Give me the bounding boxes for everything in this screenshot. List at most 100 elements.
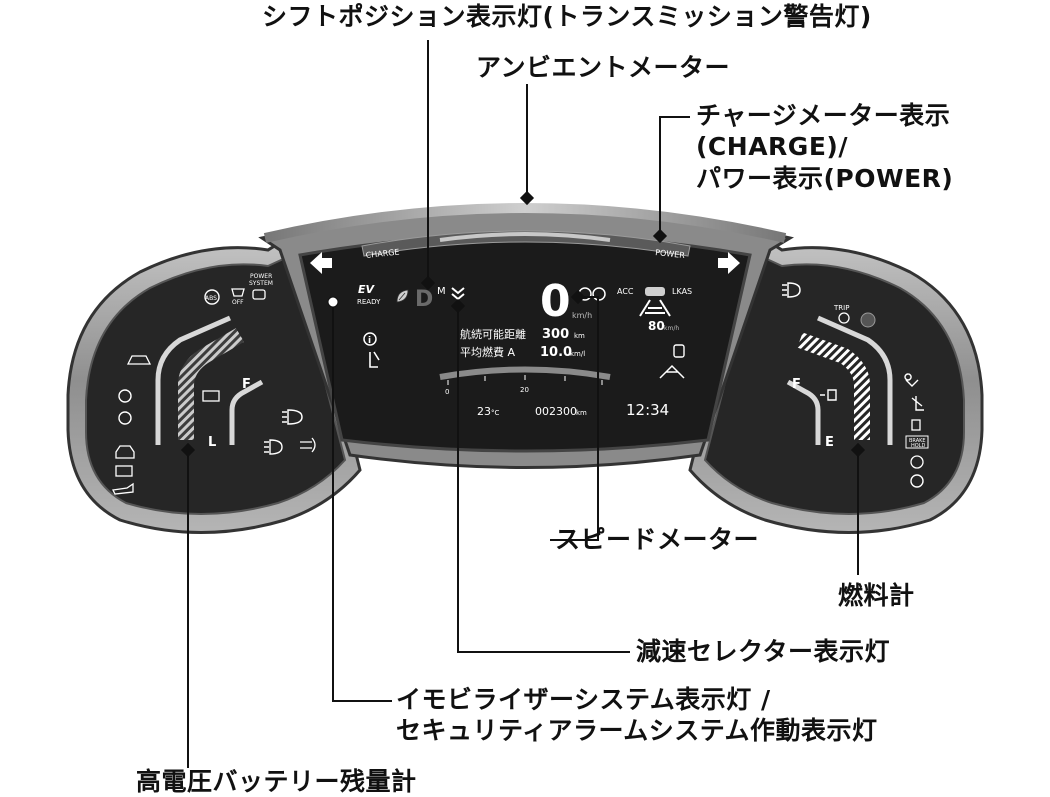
callout-shift-position: シフトポジション表示灯(トランスミッション警告灯)	[262, 2, 872, 31]
callout-immobilizer-line: イモビライザーシステム表示灯 /	[396, 685, 771, 714]
hv-battery-level-bar	[178, 328, 245, 440]
vsa-off-label: OFF	[232, 299, 244, 306]
left-pod-face	[85, 253, 347, 515]
parking-sensor-icon	[673, 344, 685, 358]
callout-charge-power-line: パワー表示(POWER)	[696, 163, 954, 193]
charge-power-meter: CHARGE POWER	[361, 230, 691, 260]
fuel-economy-label: 平均燃費 A	[460, 345, 515, 359]
fuel-gauge-f-mark: F	[792, 377, 801, 392]
right-pod-contents: TRIP BRAKE HOLD F E	[782, 282, 929, 488]
airbag-warning-icon	[904, 373, 919, 387]
right-turn-arrow-icon	[718, 252, 740, 274]
trip-label: TRIP	[833, 304, 849, 312]
road-departure-icon	[659, 364, 685, 379]
cluster-body	[66, 203, 984, 534]
hv-battery-gauge-outer	[155, 315, 232, 445]
lkas-indicator: LKAS	[672, 287, 692, 296]
clock: 12:34	[626, 401, 669, 419]
callout-charge-power-line: (CHARGE)/	[696, 132, 848, 162]
fuel-gauge-outer	[816, 315, 893, 445]
callout-immobilizer: イモビライザーシステム表示灯 / セキュリティアラームシステム作動表示灯	[396, 684, 878, 747]
hv-gauge-l-mark: L	[208, 435, 216, 450]
charge-power-bar-fill	[439, 232, 611, 242]
ev-indicator: EV	[358, 283, 376, 296]
fuel-economy-unit: km/l	[570, 350, 585, 358]
acc-set-speed: 80	[648, 319, 665, 333]
outside-temp-unit: °C	[491, 409, 500, 417]
hv-battery-level-bar-edge	[178, 328, 245, 440]
seatbelt-driver-icon	[911, 396, 924, 411]
trip-reset-button	[860, 312, 876, 328]
decel-scale-label: 20	[520, 386, 529, 394]
fuel-economy-value: 10.0	[540, 345, 572, 360]
power-system-icon	[252, 289, 266, 300]
oil-pressure-icon	[112, 482, 134, 495]
power-system-label: POWER	[250, 273, 272, 280]
callout-charge-power: チャージメーター表示 (CHARGE)/ パワー表示(POWER)	[696, 100, 953, 194]
callout-marker	[450, 298, 466, 314]
eco-leaf-icon	[396, 289, 409, 303]
center-display: EV READY D M 0 km/h ACC LKAS 80 km/h 航続可…	[357, 276, 692, 419]
vsa-off-icon	[231, 288, 245, 297]
charge-power-bar	[361, 230, 691, 257]
tpms-icon	[118, 411, 132, 425]
right-pod-face	[703, 253, 965, 515]
fuel-level-bar	[797, 332, 870, 440]
speed-unit: km/h	[572, 311, 592, 320]
ev-car-icon	[126, 355, 152, 365]
callout-marker	[652, 228, 668, 244]
decel-scale-label: 0	[445, 388, 449, 396]
callout-marker	[570, 289, 586, 305]
lane-lines-icon	[639, 299, 671, 317]
odometer: 002300	[535, 405, 577, 418]
parking-brake-icon	[910, 474, 924, 488]
callout-marker	[850, 442, 866, 458]
lead-car-icon	[645, 287, 665, 296]
callout-immobilizer-line: セキュリティアラームシステム作動表示灯	[396, 716, 878, 746]
callout-decel-selector: 減速セレクター表示灯	[636, 637, 891, 666]
headlight-high-beam-icon	[282, 409, 303, 425]
info-icon	[363, 332, 377, 346]
acc-set-speed-unit: km/h	[664, 325, 679, 332]
callout-markers	[180, 190, 866, 458]
range-value: 300	[542, 327, 569, 342]
gear-mode: M	[437, 286, 446, 297]
decel-scale-arc	[439, 366, 611, 380]
hv-gauge-f-mark: F	[242, 377, 251, 392]
ready-indicator: READY	[357, 298, 381, 306]
gear-position: D	[415, 287, 433, 312]
abs-warning-label: ABS	[205, 295, 217, 302]
brake-warning-icon	[118, 389, 132, 403]
speed-value: 0	[540, 276, 571, 327]
callout-lines	[187, 40, 859, 768]
hv-battery-gauge-inner	[229, 379, 264, 445]
info-icon-glyph: i	[368, 336, 371, 346]
odometer-unit: km	[576, 409, 587, 417]
fuel-gauge-e-mark: E	[825, 435, 834, 450]
callout-charge-power-line: チャージメーター表示	[696, 101, 951, 130]
seatbelt-passenger-icon	[369, 351, 380, 368]
immobilizer-indicator-dot	[327, 296, 339, 308]
callout-ambient-meter: アンビエントメーター	[476, 53, 731, 82]
callout-marker	[420, 275, 436, 291]
callout-hv-battery: 高電圧バッテリー残量計	[136, 767, 417, 796]
center-hood-top-arc	[263, 203, 787, 243]
callout-marker	[180, 442, 196, 458]
callout-speedometer: スピードメーター	[555, 525, 760, 554]
range-unit: km	[574, 332, 585, 340]
left-turn-arrow-icon	[310, 252, 332, 274]
callout-fuel-gauge: 燃料計	[838, 581, 915, 610]
power-system-label: SYSTEM	[249, 280, 273, 287]
power-label: POWER	[655, 248, 686, 260]
rear-fog-icon	[782, 282, 801, 298]
abs-warning-icon	[204, 289, 220, 305]
fuel-warning-icon	[911, 419, 921, 431]
brake-hold-badge	[905, 435, 929, 449]
auto-brake-hold-icon	[910, 455, 924, 469]
battery-icon	[115, 465, 133, 477]
charge-label: CHARGE	[365, 247, 400, 259]
fuel-pump-icon	[820, 389, 837, 401]
hv-battery-icon	[202, 390, 220, 402]
headlight-auto-icon	[264, 439, 283, 455]
